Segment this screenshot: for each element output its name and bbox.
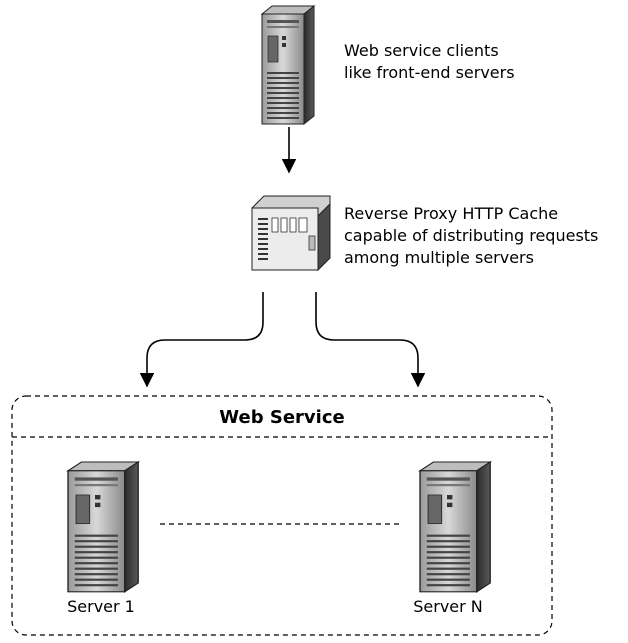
proxy-to-serverN-arrow	[315, 292, 426, 388]
tower-server-icon	[67, 461, 139, 593]
server-n-label: Server N	[413, 597, 483, 616]
proxy-label-line2: capable of distributing requests	[344, 226, 598, 245]
clients-label-line2: like front-end servers	[344, 63, 515, 82]
tower-server-icon	[419, 461, 491, 593]
proxy-label-line3: among multiple servers	[344, 248, 534, 267]
tower-server-icon	[261, 5, 315, 125]
proxy-to-server1-arrow	[139, 292, 264, 388]
clients-label-line1: Web service clients	[344, 41, 499, 60]
server-1: Server 1	[67, 461, 139, 616]
web-service-title: Web Service	[219, 407, 344, 428]
server-1-label: Server 1	[67, 597, 135, 616]
proxy-label-line1: Reverse Proxy HTTP Cache	[344, 204, 558, 223]
server-n: Server N	[413, 461, 491, 616]
client-server-tower	[261, 5, 315, 125]
proxy-appliance-icon	[251, 195, 331, 272]
web-service-boundary	[11, 395, 553, 636]
